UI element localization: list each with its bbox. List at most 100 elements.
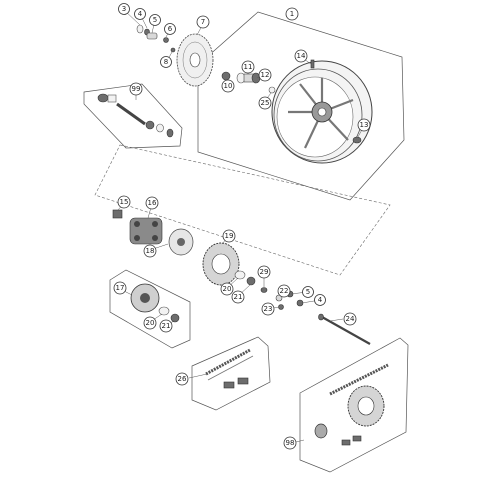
part-21-bearing [246, 276, 256, 286]
callout-10: 10 [221, 79, 235, 93]
svg-text:99: 99 [132, 85, 141, 93]
chain-kit-link-1 [341, 439, 351, 446]
valve-part [310, 59, 315, 69]
part-8 [170, 47, 176, 53]
callout-6: 6 [164, 23, 176, 35]
chain-lower-edge [207, 355, 254, 381]
callout-25: 25 [258, 96, 272, 110]
callout-99: 99 [129, 82, 143, 96]
rear-wheel-rim [271, 60, 373, 164]
hub-ring [158, 306, 170, 316]
svg-text:5: 5 [306, 288, 310, 296]
drive-chain [205, 348, 251, 376]
svg-text:14: 14 [297, 52, 306, 60]
hub-group-dashed-outline [94, 144, 391, 276]
rear-sprocket [202, 242, 240, 286]
chain-kit-front-sprocket [314, 423, 328, 439]
part-13-nut [352, 136, 362, 144]
svg-text:29: 29 [260, 268, 269, 276]
callout-20-a: 20 [220, 282, 234, 296]
part-20-ring [234, 270, 246, 280]
chain-kit-chain [329, 363, 389, 396]
svg-text:23: 23 [264, 305, 273, 313]
axle-kit-shaft [116, 102, 146, 126]
part-17-hub [130, 283, 160, 313]
callout-5: 5 [149, 14, 161, 26]
svg-text:13: 13 [360, 121, 369, 129]
callout-8: 8 [160, 56, 172, 68]
svg-text:7: 7 [201, 18, 205, 26]
callout-13: 13 [357, 118, 371, 132]
part-29-nut [260, 287, 268, 293]
part-10-bearing [221, 71, 231, 81]
callout-21-b: 21 [159, 319, 173, 333]
part-15-sleeve [112, 209, 123, 219]
svg-text:98: 98 [286, 439, 295, 447]
callout-19: 19 [222, 229, 236, 243]
chain-link-1 [223, 381, 235, 389]
chain-frame [191, 336, 271, 411]
axle-kit-frame [83, 83, 183, 149]
callout-11: 11 [241, 60, 255, 74]
svg-text:10: 10 [224, 82, 233, 90]
axle-kit-seal [166, 128, 174, 138]
svg-text:8: 8 [164, 58, 168, 66]
callout-5-b: 5 [302, 286, 314, 298]
svg-text:22: 22 [280, 287, 289, 295]
axle-kit-spacer [107, 94, 117, 103]
svg-text:1: 1 [290, 10, 294, 18]
part-6 [163, 37, 169, 43]
svg-text:20: 20 [146, 319, 155, 327]
chain-kit-link-2 [352, 435, 362, 442]
rear-axle [321, 316, 371, 345]
svg-text:16: 16 [148, 199, 157, 207]
svg-text:4: 4 [138, 10, 143, 18]
svg-text:6: 6 [168, 25, 173, 33]
callout-26: 26 [175, 372, 189, 386]
svg-text:24: 24 [346, 315, 355, 323]
svg-text:17: 17 [116, 284, 125, 292]
callout-7: 7 [196, 15, 210, 29]
brake-disc [176, 33, 214, 87]
svg-text:4: 4 [318, 296, 323, 304]
chain-kit-frame [299, 337, 409, 473]
wheel-group-frame [197, 11, 405, 201]
part-16-damper [129, 217, 163, 245]
part-3 [136, 24, 144, 34]
callout-22: 22 [277, 284, 291, 298]
svg-text:20: 20 [223, 285, 232, 293]
svg-text:3: 3 [122, 5, 126, 13]
svg-text:26: 26 [178, 375, 187, 383]
callout-29: 29 [257, 265, 271, 279]
callout-23: 23 [261, 302, 275, 316]
callout-1: 1 [285, 7, 299, 21]
rear-axle-head [318, 313, 324, 321]
part-25 [268, 86, 276, 94]
svg-text:21: 21 [162, 322, 171, 330]
svg-text:19: 19 [225, 232, 234, 240]
callout-18: 18 [143, 244, 157, 258]
callout-4: 4 [134, 8, 146, 20]
chain-link-2 [237, 377, 249, 385]
svg-text:18: 18 [146, 247, 155, 255]
sprocket-carrier [168, 228, 194, 256]
callout-16: 16 [145, 196, 159, 210]
callout-20-b: 20 [143, 316, 157, 330]
svg-text:5: 5 [153, 16, 157, 24]
callout-24: 24 [343, 312, 357, 326]
callout-3: 3 [118, 3, 130, 15]
svg-text:12: 12 [261, 71, 270, 79]
callout-12: 12 [258, 68, 272, 82]
chain-kit-sprocket [347, 385, 385, 427]
callout-98: 98 [283, 436, 297, 450]
part-5 [146, 32, 158, 40]
callout-14: 14 [294, 49, 308, 63]
part-22 [275, 294, 283, 302]
hub-bearing [170, 313, 180, 323]
axle-kit-ring [156, 123, 164, 133]
part-23 [278, 304, 284, 310]
hub-group-frame [109, 269, 191, 349]
callout-15: 15 [117, 195, 131, 209]
